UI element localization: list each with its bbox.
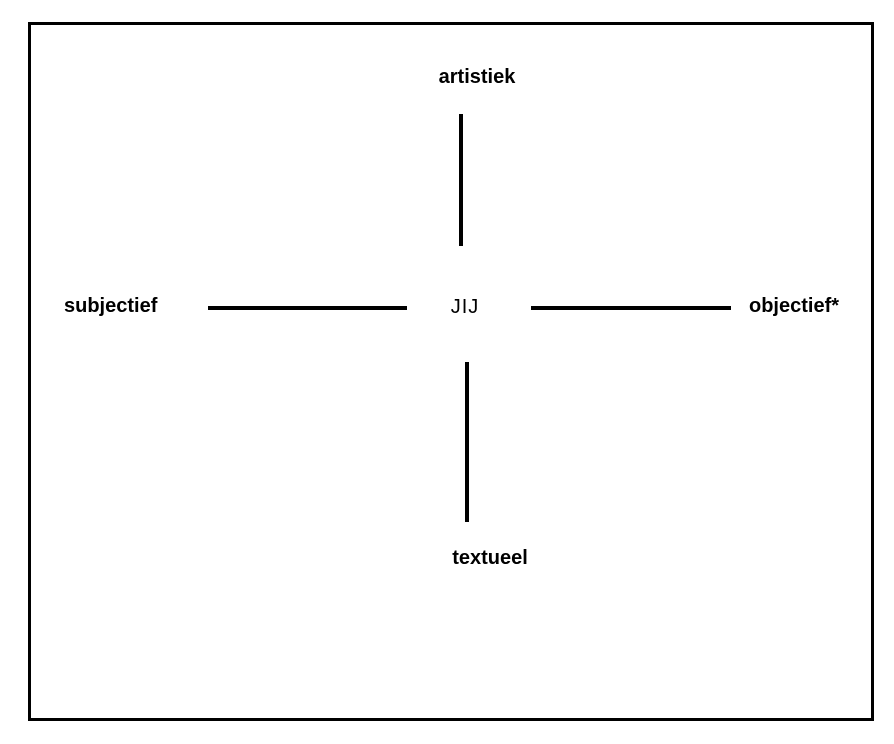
axis-label-subjectief: subjectief [64,295,158,317]
axis-label-textueel: textueel [452,547,528,569]
axis-label-objectief: objectief* [749,295,840,317]
axis-line-top [459,114,463,246]
axis-line-right [531,306,731,310]
center-label-jij: JIJ [450,296,480,318]
axis-label-artistiek: artistiek [438,66,516,88]
diagram-border-frame: artistiek subjectief JIJ objectief* text… [28,22,874,721]
axis-line-left [208,306,407,310]
axis-line-bottom [465,362,469,522]
